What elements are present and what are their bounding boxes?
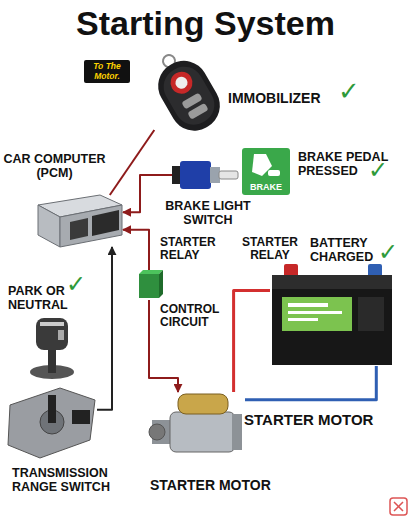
brake-light-switch-part: [219, 171, 238, 179]
connector: [234, 291, 270, 393]
watermark-icon-part: [390, 498, 407, 515]
gear-shifter-part: [58, 330, 64, 340]
key-fob-part: [166, 68, 196, 98]
starter-motor-illustration-part: [170, 412, 235, 452]
brake-icon-part: [268, 170, 280, 176]
starter-motor-illustration-part: [232, 414, 242, 450]
starter-relay: [139, 270, 163, 298]
brake-light-switch: [172, 161, 238, 189]
battery-part: [288, 318, 318, 321]
node-label: PARK OR NEUTRAL: [8, 284, 72, 312]
battery-part: [288, 303, 328, 307]
starter-motor: STARTER MOTORSTARTER MOTOR: [150, 392, 245, 457]
key-fob-part: [173, 75, 189, 91]
transmission-range-switch: [8, 388, 95, 458]
brake-pedal-icon: BRAKEBRAKE PEDAL PRESSED✓: [242, 148, 290, 195]
brake-light-switch-part: [180, 161, 211, 189]
starter-motor-illustration-part: [149, 424, 165, 440]
starter-relay-part: [139, 270, 163, 274]
key-fob: [144, 43, 228, 139]
gear-shifter: PARK OR NEUTRAL✓: [28, 318, 76, 380]
connector: [123, 175, 172, 212]
gear-shifter-part: [36, 318, 68, 350]
starter-motor-illustration: [149, 394, 242, 452]
pcm-module-part: [38, 205, 60, 247]
check-mark: ✓: [338, 78, 368, 104]
pcm-box: CAR COMPUTER (PCM): [35, 195, 123, 247]
watermark-icon: [390, 498, 407, 515]
connector: [110, 130, 155, 195]
battery: [272, 264, 392, 365]
node-label: STARTER MOTOR: [150, 478, 300, 494]
battery-part: [272, 275, 392, 290]
key-fob-part: [187, 103, 208, 120]
starter-relay-part: [139, 274, 159, 298]
key-fob-part: [157, 60, 222, 132]
starter-relay: STARTER RELAY: [137, 270, 161, 300]
node-label: STARTER RELAY: [160, 236, 222, 263]
node-label: CAR COMPUTER (PCM): [2, 152, 107, 180]
gear-shifter-part: [40, 322, 64, 326]
transmission-range-switch-part: [48, 395, 56, 423]
node-label: BATTERY CHARGED: [310, 236, 382, 264]
check-mark: ✓: [66, 272, 90, 296]
logo: To The Motor.: [84, 60, 130, 83]
transmission-range-switch: TRANSMISSION RANGE SWITCH: [5, 385, 97, 460]
pcm-module-part: [60, 205, 122, 247]
brake-light-switch: BRAKE LIGHT SWITCH: [172, 155, 240, 195]
part-label: STARTER RELAY: [238, 236, 302, 263]
node-label: BRAKE LIGHT SWITCH: [158, 199, 258, 227]
battery-part: [272, 289, 392, 365]
battery-part: [288, 311, 342, 314]
node-label: IMMOBILIZER: [228, 91, 340, 107]
connector: [245, 366, 376, 400]
pcm-module-part: [70, 218, 88, 240]
check-mark: ✓: [378, 240, 406, 264]
starter-relay-part: [159, 270, 163, 298]
title: Starting System: [0, 4, 411, 42]
circuit-label: CONTROL CIRCUIT: [160, 303, 228, 330]
gear-shifter: [30, 318, 74, 379]
node-label: TRANSMISSION RANGE SWITCH: [12, 466, 132, 494]
connector: [123, 230, 149, 270]
key-fob-part: [149, 52, 228, 139]
battery-part: [358, 297, 384, 331]
check-mark: ✓: [368, 158, 398, 182]
transmission-range-switch-part: [8, 388, 95, 458]
connector: [97, 247, 112, 410]
brake-icon-part: [242, 148, 290, 195]
pcm-module-part: [92, 210, 119, 236]
transmission-range-switch-part: [72, 410, 90, 424]
watermark-icon-part: [394, 502, 403, 511]
battery: BATTERY CHARGED✓: [270, 268, 395, 366]
node-label: BRAKE: [242, 182, 290, 192]
starter-motor-illustration-part: [178, 394, 228, 414]
pcm-module: [38, 195, 122, 247]
battery-part: [282, 297, 352, 331]
immobilizer-key: IMMOBILIZER✓: [140, 58, 235, 130]
node-label: STARTER MOTOR: [244, 412, 409, 429]
brake-icon: [242, 148, 290, 195]
